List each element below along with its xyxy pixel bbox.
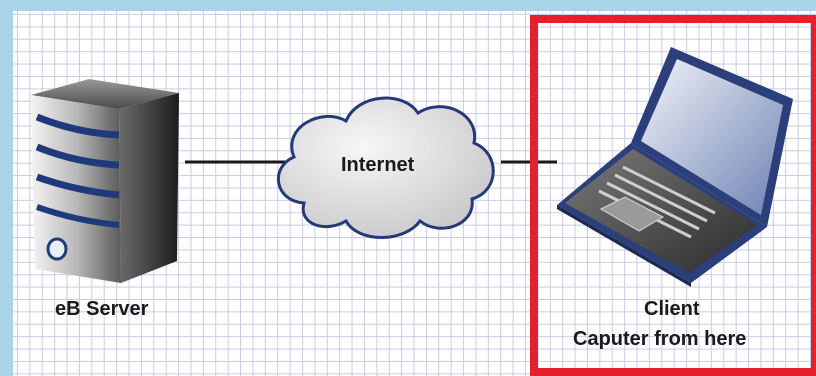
server-tower-icon [31, 79, 179, 283]
cloud-icon [277, 96, 495, 239]
client-label: Client [644, 298, 700, 320]
server-label: eB Server [55, 298, 149, 320]
internet-label: Internet [341, 154, 415, 176]
laptop-icon [557, 47, 793, 287]
connector-internet-client [501, 160, 557, 164]
diagram-canvas: eB Server Internet [13, 11, 816, 376]
client-caption: Caputer from here [573, 328, 747, 350]
connector-server-internet [185, 160, 285, 164]
